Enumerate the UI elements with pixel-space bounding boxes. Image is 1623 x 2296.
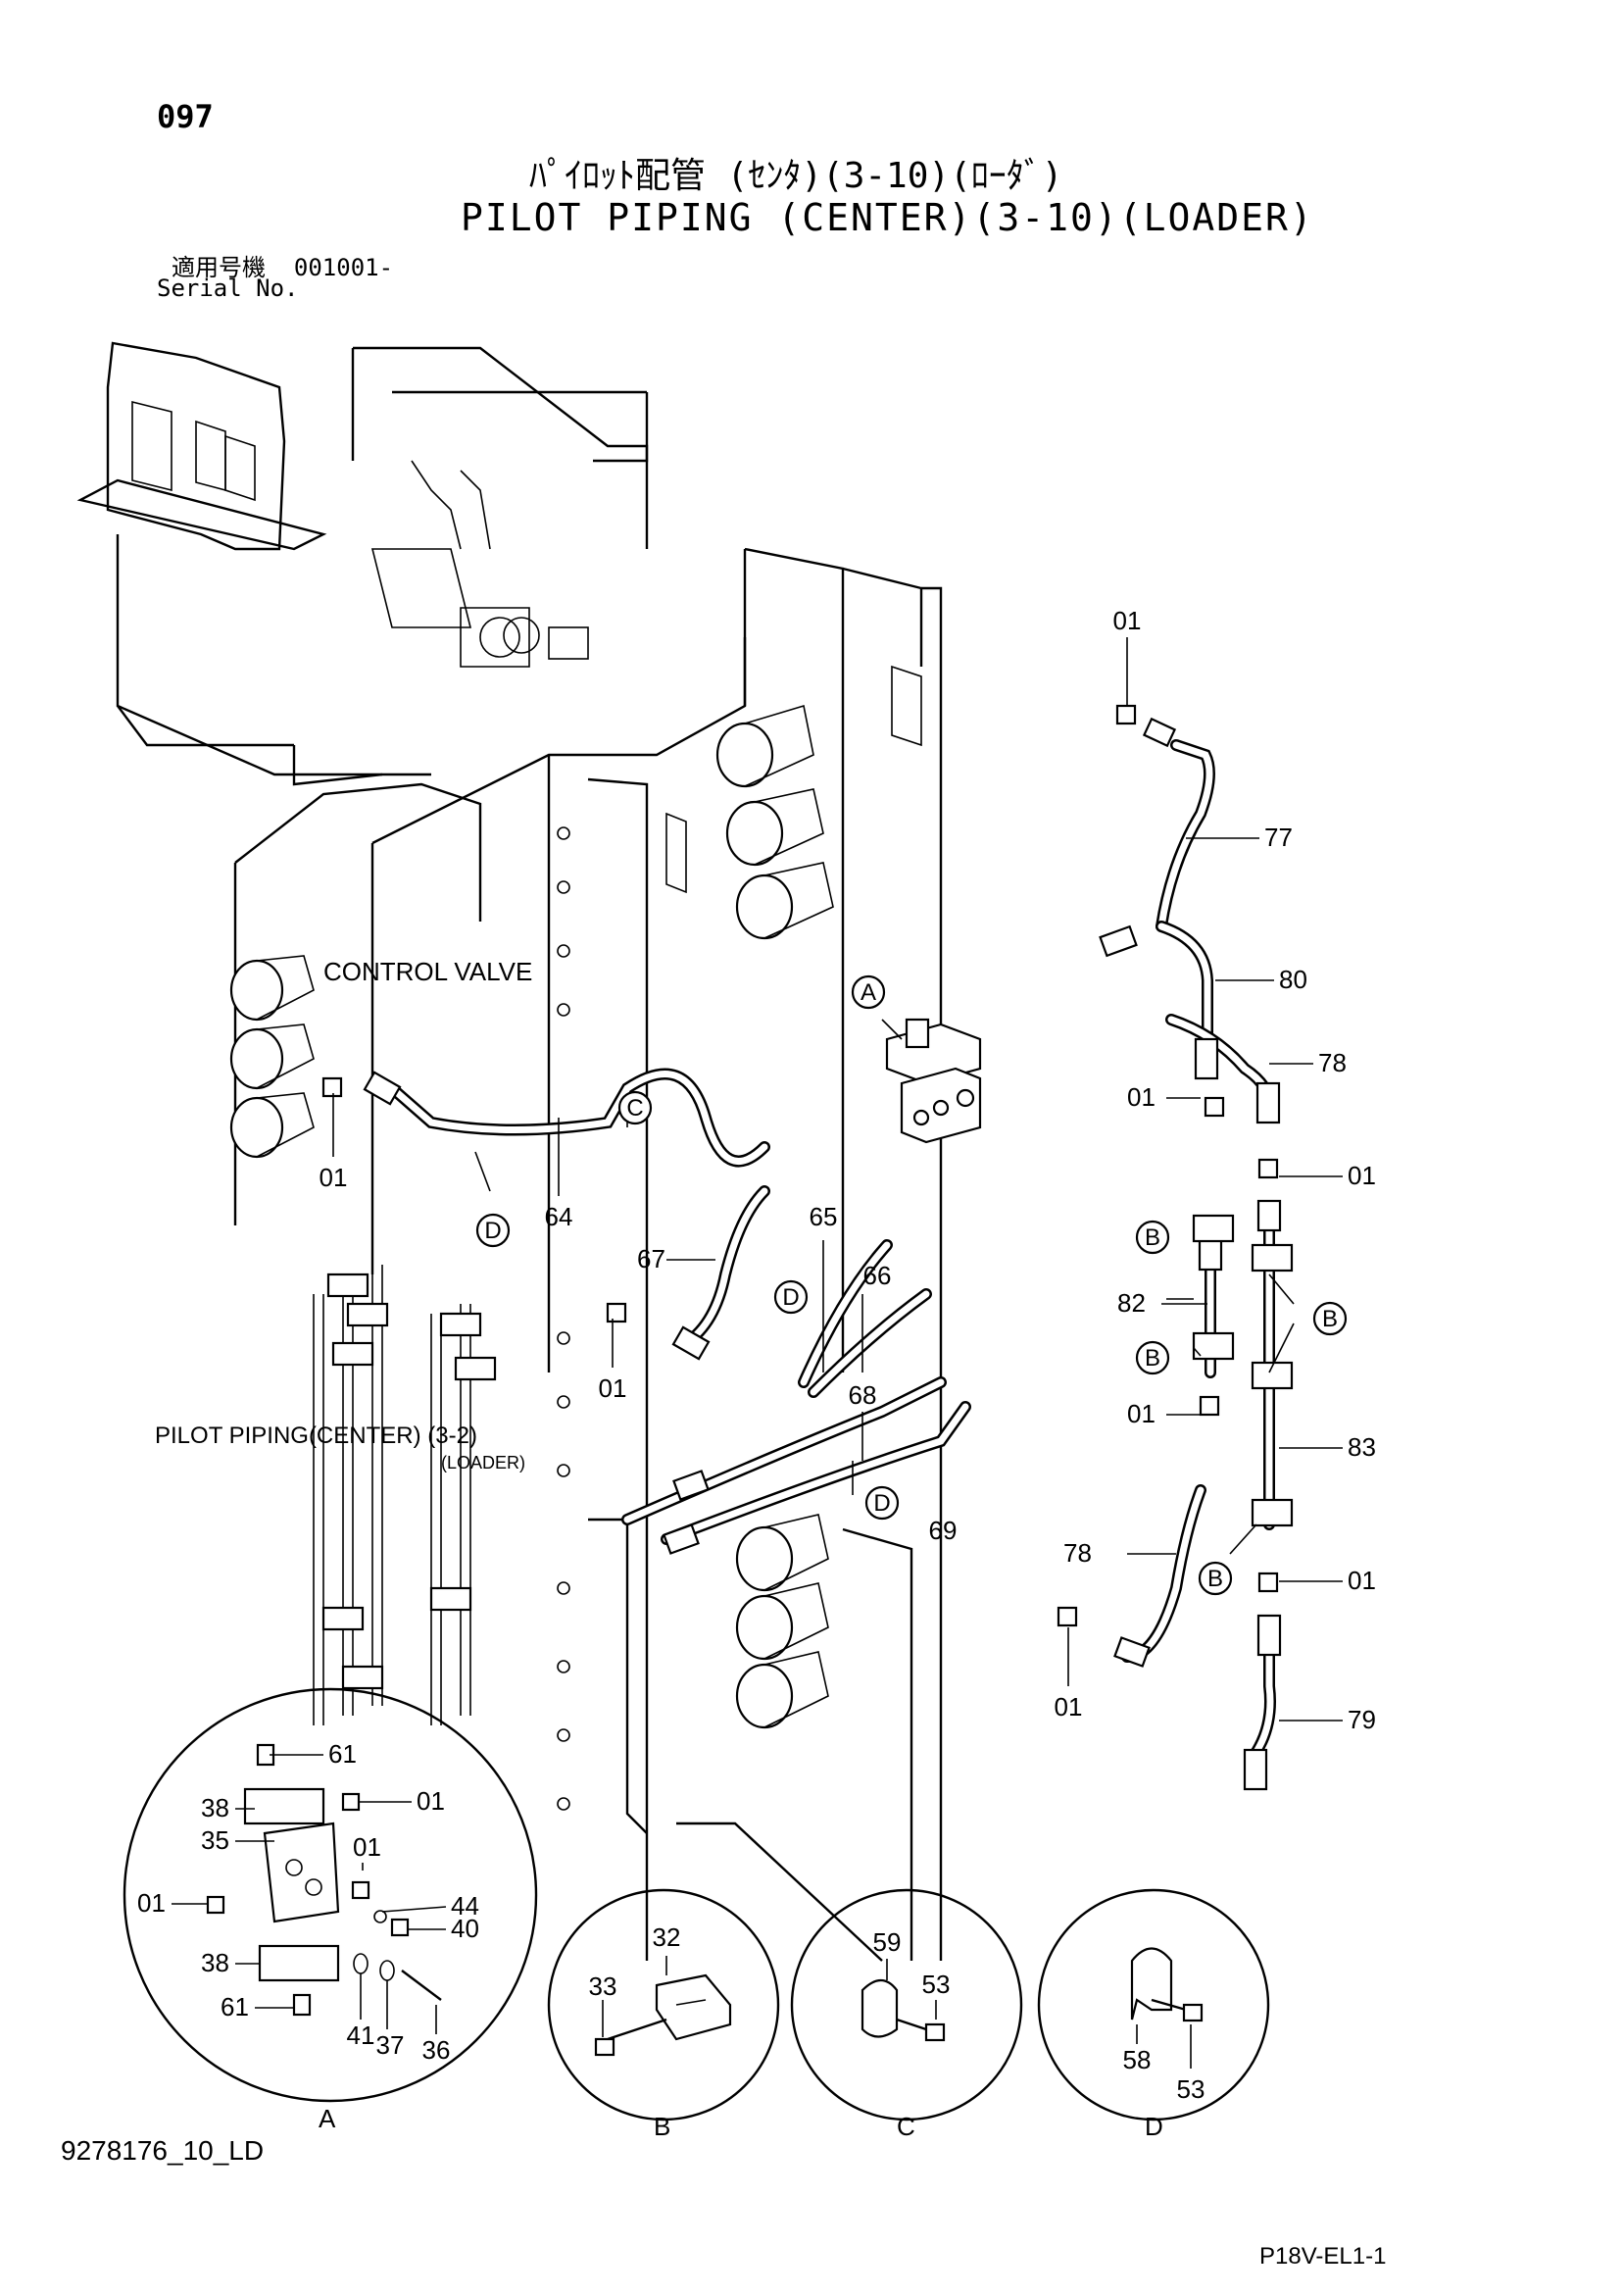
callout-a: A xyxy=(861,979,876,1006)
callout-d-1: D xyxy=(484,1218,501,1244)
leader-lines xyxy=(332,637,1343,1722)
serial-value: 001001- xyxy=(293,254,394,281)
detail-c-label-53: 53 xyxy=(922,1970,951,1999)
label-01-valve: 01 xyxy=(1127,1082,1156,1112)
machine-outline xyxy=(76,341,649,786)
detail-view-a: 61 38 01 35 01 01 44 40 38 61 41 37 36 A xyxy=(123,1687,538,2133)
callout-d-3: D xyxy=(873,1490,890,1517)
detail-d-label-58: 58 xyxy=(1123,2045,1152,2074)
serial-label-jp: 適用号機 xyxy=(172,254,266,281)
detail-view-b: 32 33 B xyxy=(547,1888,780,2141)
detail-a-label-40: 40 xyxy=(451,1914,479,1943)
detail-a-label-01-c: 01 xyxy=(137,1888,166,1918)
label-01-top: 01 xyxy=(1113,606,1142,635)
label-69: 69 xyxy=(929,1516,958,1545)
detail-d-label-53: 53 xyxy=(1177,2074,1205,2104)
label-01-right-2: 01 xyxy=(1348,1566,1376,1595)
control-valve-label: CONTROL VALVE xyxy=(323,957,532,986)
part-labels-main: 01 77 80 78 01 01 82 01 83 78 01 01 79 0… xyxy=(320,606,1376,1734)
detail-b-letter: B xyxy=(654,2112,670,2141)
detail-b-label-32: 32 xyxy=(653,1922,681,1952)
label-77: 77 xyxy=(1264,823,1293,852)
detail-a-label-44: 44 xyxy=(451,1891,479,1921)
label-78-lower: 78 xyxy=(1063,1538,1092,1568)
bolts-01 xyxy=(321,704,1279,1627)
label-01-mid: 01 xyxy=(1127,1399,1156,1428)
serial-line-japanese: 適用号機 001001- xyxy=(172,248,393,282)
control-valve-frame xyxy=(229,547,943,1962)
detail-a-label-41: 41 xyxy=(347,2021,375,2050)
callout-b-3: B xyxy=(1322,1306,1338,1332)
detail-a-label-01-a: 01 xyxy=(417,1786,445,1816)
title-japanese: ﾊﾟｲﾛｯﾄ配管 (ｾﾝﾀ)(3-10)(ﾛｰﾀﾞ) xyxy=(529,156,1063,196)
pilot-valve-assembly xyxy=(885,1018,982,1144)
left-pipe-bundle xyxy=(313,1265,497,1725)
actuator-cylinders-left xyxy=(229,955,315,1159)
serial-label-english: Serial No. xyxy=(157,275,299,302)
callout-b-2: B xyxy=(1145,1345,1160,1372)
label-01-right-1: 01 xyxy=(1348,1161,1376,1190)
document-id: 9278176_10_LD xyxy=(61,2135,265,2166)
label-65: 65 xyxy=(810,1202,838,1231)
detail-a-label-37: 37 xyxy=(376,2030,405,2060)
detail-a-label-36: 36 xyxy=(422,2035,451,2065)
detail-c-label-59: 59 xyxy=(873,1927,902,1957)
label-82: 82 xyxy=(1117,1288,1146,1318)
label-83: 83 xyxy=(1348,1432,1376,1462)
label-01-center: 01 xyxy=(599,1373,627,1403)
detail-view-c: 59 53 C xyxy=(790,1888,1023,2141)
label-80: 80 xyxy=(1279,965,1307,994)
detail-a-label-01-b: 01 xyxy=(353,1832,381,1862)
callout-d-2: D xyxy=(782,1284,799,1311)
detail-a-label-61-bottom: 61 xyxy=(221,1992,249,2021)
frame-bolts xyxy=(557,826,570,1811)
page-number: 097 xyxy=(157,98,214,135)
title-english: PILOT PIPING (CENTER)(3-10)(LOADER) xyxy=(461,196,1314,239)
label-67: 67 xyxy=(637,1244,665,1273)
detail-c-letter: C xyxy=(897,2112,915,2141)
sheet-code: P18V-EL1-1 xyxy=(1259,2243,1387,2270)
label-01-left: 01 xyxy=(320,1163,348,1192)
detail-a-label-35: 35 xyxy=(201,1825,229,1855)
detail-view-d: 58 53 D xyxy=(1037,1888,1270,2141)
label-78-upper: 78 xyxy=(1318,1048,1347,1077)
label-64: 64 xyxy=(545,1202,573,1231)
callout-b-1: B xyxy=(1145,1224,1160,1251)
actuator-cylinders-lower xyxy=(735,1514,829,1729)
pilot-piping-ref-sublabel: (LOADER) xyxy=(441,1453,525,1472)
label-68: 68 xyxy=(849,1380,877,1410)
detail-b-label-33: 33 xyxy=(589,1972,617,2001)
label-01-bottom: 01 xyxy=(1055,1692,1083,1722)
callout-b-4: B xyxy=(1207,1566,1223,1592)
label-79: 79 xyxy=(1348,1705,1376,1734)
label-66: 66 xyxy=(863,1261,892,1290)
hoses xyxy=(363,717,1282,1791)
clamp-blocks xyxy=(1192,1214,1294,1527)
detail-d-letter: D xyxy=(1145,2112,1163,2141)
pilot-piping-ref-label: PILOT PIPING(CENTER) (3-2) xyxy=(155,1423,477,1449)
detail-a-label-38-bottom: 38 xyxy=(201,1948,229,1977)
detail-a-label-61-top: 61 xyxy=(328,1739,357,1769)
callout-c: C xyxy=(626,1095,643,1122)
detail-a-label-38-top: 38 xyxy=(201,1793,229,1822)
actuator-cylinders-upper xyxy=(715,704,834,940)
callouts: A C D D D B B B B xyxy=(475,974,1348,1596)
detail-a-letter: A xyxy=(319,2104,336,2133)
